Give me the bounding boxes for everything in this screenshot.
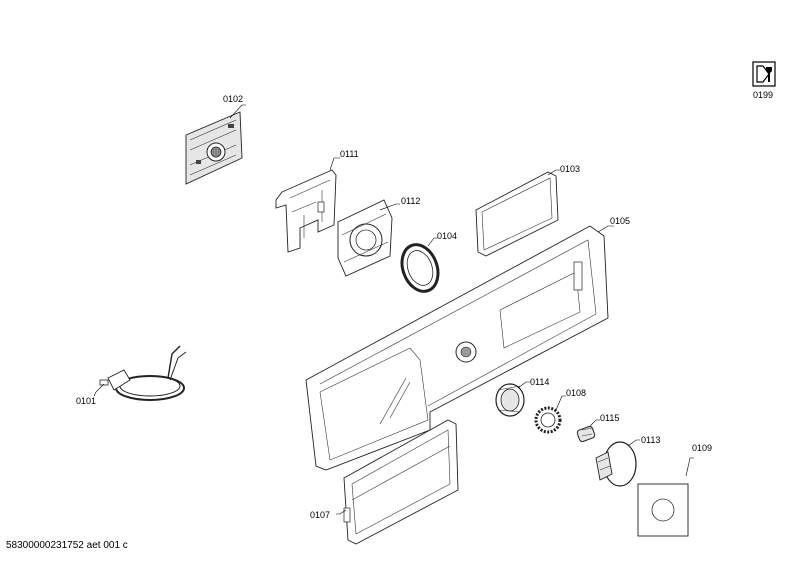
label-0111: 0111 xyxy=(340,149,359,159)
wrench-icon xyxy=(752,61,776,87)
label-0104: 0104 xyxy=(437,231,457,241)
part-knob-ring xyxy=(495,383,525,417)
label-0112: 0112 xyxy=(401,196,420,206)
label-0109: 0109 xyxy=(692,443,712,453)
part-large-knob xyxy=(595,441,637,487)
label-0113: 0113 xyxy=(641,435,660,445)
part-drawer-front xyxy=(343,419,459,545)
label-0107: 0107 xyxy=(310,510,330,520)
part-display-window xyxy=(475,171,559,257)
part-bracket xyxy=(275,169,337,253)
part-control-panel xyxy=(305,225,609,471)
part-label-sticker xyxy=(637,483,689,537)
label-0101: 0101 xyxy=(76,396,96,406)
part-knob-housing xyxy=(337,199,393,277)
label-0105: 0105 xyxy=(610,216,630,226)
part-ring xyxy=(400,243,440,293)
label-0103: 0103 xyxy=(560,164,580,174)
part-small-knob xyxy=(576,425,596,443)
part-power-cable xyxy=(99,345,187,401)
part-control-board xyxy=(185,111,243,185)
part-gear-ring xyxy=(534,406,562,434)
label-0115: 0115 xyxy=(600,413,619,423)
label-0114: 0114 xyxy=(530,377,549,387)
label-0102: 0102 xyxy=(223,94,243,104)
label-0199: 0199 xyxy=(753,90,773,100)
document-id: 58300000231752 aet 001 c xyxy=(6,540,128,551)
label-0108: 0108 xyxy=(566,388,586,398)
